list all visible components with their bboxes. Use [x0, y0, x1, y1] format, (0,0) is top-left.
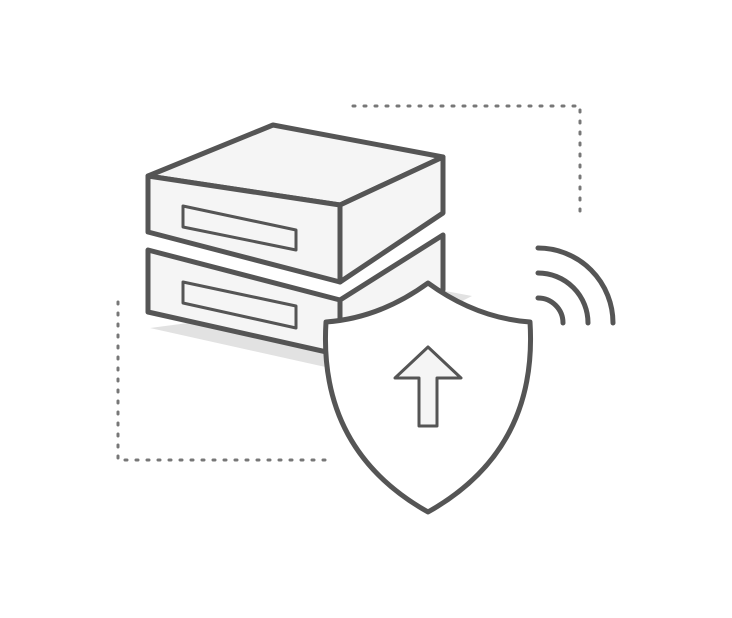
upload-arrow-icon — [393, 345, 463, 428]
dotted-frame-bottom-left — [116, 300, 328, 462]
server-top-side — [337, 154, 446, 285]
shield-upload-icon — [322, 280, 534, 515]
dotted-frame-top-right — [351, 104, 582, 220]
server-bottom-slot — [181, 280, 298, 330]
server-top-slot — [181, 204, 298, 252]
wireless-signal-icon — [535, 245, 616, 326]
